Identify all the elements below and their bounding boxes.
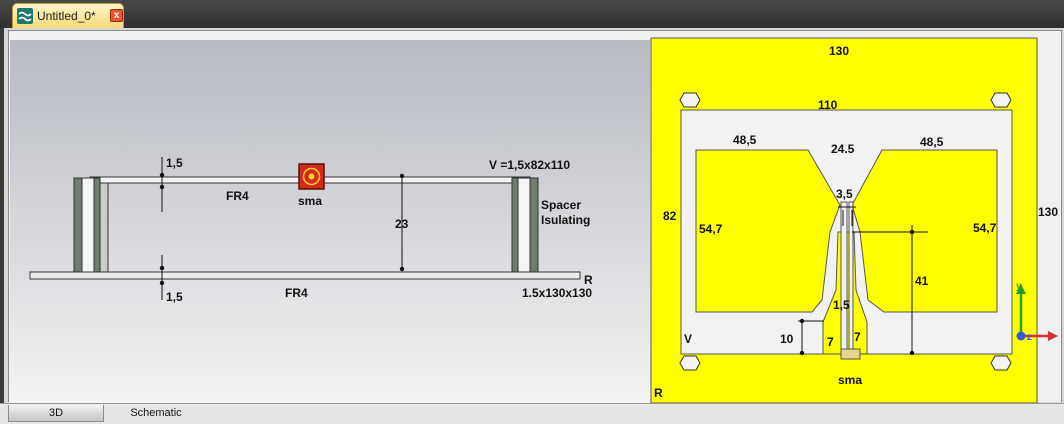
right-spacer-inner <box>511 177 519 273</box>
dim-point <box>399 173 405 179</box>
label-top-material: FR4 <box>226 189 249 203</box>
label-center-gap: 24.5 <box>831 142 855 156</box>
dim-point <box>399 266 405 272</box>
mount-hole-icon <box>679 355 701 371</box>
close-tab-icon[interactable]: x <box>110 9 123 22</box>
y-axis-label: y <box>1016 281 1022 292</box>
label-bottom-material: FR4 <box>285 286 308 300</box>
label-sma-top: sma <box>838 373 862 387</box>
dim-point <box>909 229 915 235</box>
label-board-width: 110 <box>818 98 838 112</box>
dim-point <box>909 350 915 356</box>
label-right-patch-top: 48,5 <box>920 135 944 149</box>
document-tab-bar: Untitled_0* x <box>0 0 1064 28</box>
label-spacer-2: Isulating <box>541 213 590 227</box>
label-gap-height: 23 <box>395 217 409 231</box>
left-spacer-shade <box>99 182 109 273</box>
label-left-patch-height: 54,7 <box>699 222 723 236</box>
x-axis-arrow-icon <box>1048 331 1058 341</box>
document-tab[interactable]: Untitled_0* x <box>12 3 124 28</box>
label-board-tag: V <box>684 332 692 346</box>
mount-hole-icon <box>679 92 701 108</box>
view-tab-bar: 3D Schematic <box>0 403 1064 424</box>
left-patch <box>695 149 841 313</box>
label-reflector-height: 130 <box>1038 205 1058 219</box>
axis-triad: y z <box>1016 281 1058 343</box>
side-view-background <box>10 40 650 403</box>
sma-connector-top-icon <box>840 348 861 360</box>
side-view: 1,5 V =1,5x82x110 FR4 sma 23 Spacer Isul… <box>29 156 593 304</box>
dim-point <box>159 265 165 271</box>
dim-point <box>799 318 805 324</box>
z-axis-icon <box>1016 331 1026 341</box>
label-notch-height: 10 <box>780 332 794 346</box>
dim-point <box>159 184 165 190</box>
document-tab-title: Untitled_0* <box>37 9 96 23</box>
sma-connector-pin <box>308 173 315 180</box>
left-spacer-inner <box>93 177 101 273</box>
label-spacer-1: Spacer <box>541 198 581 212</box>
label-feed-width: 1,5 <box>833 298 850 312</box>
app-wave-icon <box>17 8 33 24</box>
y-axis-arrow-icon <box>1016 284 1026 294</box>
label-reflector-width: 130 <box>829 44 849 58</box>
label-feed-gap: 3,5 <box>836 187 853 201</box>
model-viewport[interactable]: 1,5 V =1,5x82x110 FR4 sma 23 Spacer Isul… <box>0 0 1064 403</box>
tab-3d[interactable]: 3D <box>8 405 104 422</box>
label-feed-side-right: 7 <box>854 330 861 344</box>
sma-connector-ring <box>302 167 321 186</box>
label-sma-side: sma <box>298 194 322 208</box>
right-spacer-outer <box>529 177 539 273</box>
mount-hole-icon <box>990 92 1012 108</box>
label-right-patch-height: 54,7 <box>973 221 997 235</box>
reflector-plate <box>29 271 581 280</box>
label-feed-side-left: 7 <box>827 335 834 349</box>
label-left-patch-top: 48,5 <box>733 133 757 147</box>
label-top-thickness: 1,5 <box>166 156 183 170</box>
dim-point <box>159 172 165 178</box>
tab-schematic[interactable]: Schematic <box>130 407 182 419</box>
label-reflector-tag-side: R <box>584 273 593 287</box>
label-reflector-tag-top: R <box>654 386 663 400</box>
label-volume: V =1,5x82x110 <box>489 158 570 172</box>
label-bottom-thickness: 1,5 <box>166 290 183 304</box>
label-feed-length: 41 <box>915 274 929 288</box>
left-spacer-gap <box>81 177 95 273</box>
label-board-height: 82 <box>663 209 677 223</box>
label-reflector-dims: 1.5x130x130 <box>522 286 592 300</box>
z-axis-label: z <box>1027 332 1032 343</box>
right-spacer-gap <box>517 177 531 273</box>
dim-point <box>159 280 165 286</box>
left-spacer-outer <box>73 177 83 273</box>
top-view: 130 130 110 82 48,5 48,5 24.5 3,5 54,7 5… <box>650 37 1058 403</box>
feed-line-left <box>840 201 848 353</box>
mount-hole-icon <box>990 355 1012 371</box>
dim-point <box>799 350 805 356</box>
